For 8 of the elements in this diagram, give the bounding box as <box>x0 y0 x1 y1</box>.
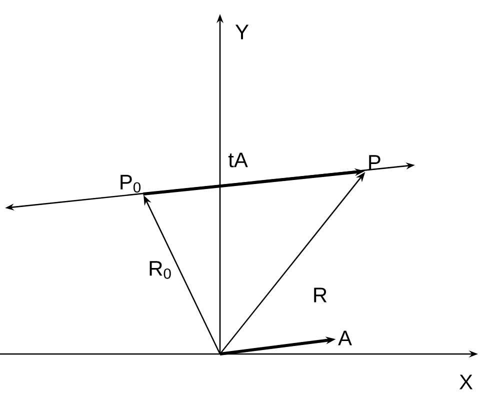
edge-label: tA <box>228 152 248 168</box>
edge-label: R$_{0}$ <box>150 261 171 279</box>
point-label: P <box>369 155 380 170</box>
point-label: P$_{0}$ <box>120 174 141 193</box>
axis-label: X <box>459 374 473 390</box>
axis-label: Y <box>235 24 249 40</box>
point-label: A <box>338 330 352 346</box>
edge-label: R <box>314 288 327 302</box>
